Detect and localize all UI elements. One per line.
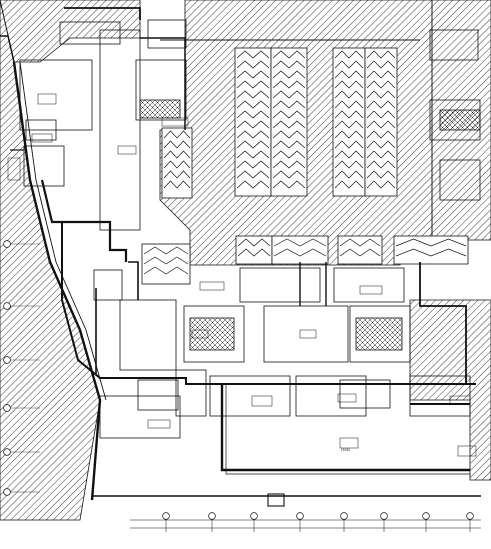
grid-axis-bubble	[3, 240, 11, 248]
parking-bay-zigzag	[236, 50, 270, 59]
grid-axis-bubble	[3, 448, 11, 456]
parking-bay-zigzag	[236, 100, 270, 109]
parking-bays	[141, 47, 469, 285]
grid-axis-bubble	[466, 512, 474, 520]
parking-bay-zigzag	[334, 170, 364, 179]
parking-bay-zigzag	[334, 140, 364, 149]
parking-bay-zigzag	[237, 248, 271, 257]
parking-bay-zigzag	[236, 110, 270, 119]
parking-bay-zigzag	[334, 120, 364, 129]
grid-axis-bubble	[340, 512, 348, 520]
grid-axis-bubble	[3, 302, 11, 310]
parking-bay-zigzag	[366, 100, 396, 109]
grid-axis-bubble	[3, 404, 11, 412]
parking-bay-zigzag	[366, 130, 396, 139]
parking-bay-zigzag	[163, 180, 191, 189]
parking-bay-zigzag	[366, 60, 396, 69]
parking-bay-zigzag	[236, 160, 270, 169]
grid-axis-bubble	[422, 512, 430, 520]
ductwork	[10, 7, 476, 475]
parking-bay-zigzag-hatch	[143, 50, 467, 275]
parking-bay-zigzag	[272, 160, 306, 169]
parking-bay-zigzag	[163, 160, 191, 169]
parking-bay-zigzag	[272, 110, 306, 119]
parking-bay-zigzag	[334, 180, 364, 189]
annotation-marks	[7, 93, 477, 457]
parking-bay-zigzag	[236, 80, 270, 89]
parking-bay-zigzag	[272, 100, 306, 109]
parking-bay-zigzag	[366, 160, 396, 169]
parking-bay-zigzag	[334, 70, 364, 79]
tag-500-label: (500)	[341, 448, 351, 452]
parking-bay-zigzag	[236, 170, 270, 179]
parking-bay-zigzag	[339, 248, 381, 257]
parking-bay-zigzag	[334, 90, 364, 99]
parking-bay-zigzag	[163, 150, 191, 159]
parking-bay-zigzag	[236, 130, 270, 139]
parking-bay-zigzag	[273, 238, 327, 247]
grid-axis-bubble	[208, 512, 216, 520]
parking-bay-zigzag	[366, 120, 396, 129]
parking-bay-zigzag	[395, 248, 467, 257]
parking-bay-zigzag	[236, 180, 270, 189]
parking-bay-zigzag	[272, 170, 306, 179]
equipment-rooms	[19, 19, 481, 507]
parking-bay-zigzag	[395, 238, 467, 247]
parking-bay-zigzag	[366, 170, 396, 179]
parking-bay-zigzag	[272, 80, 306, 89]
parking-bay-zigzag	[366, 140, 396, 149]
parking-bay-zigzag	[339, 238, 381, 247]
parking-bay-zigzag	[273, 248, 327, 257]
parking-bay-zigzag	[334, 50, 364, 59]
parking-bay-zigzag	[366, 50, 396, 59]
parking-bay-zigzag	[334, 100, 364, 109]
parking-bay-zigzag	[272, 140, 306, 149]
parking-bay-zigzag	[272, 60, 306, 69]
grid-axis-bubble	[3, 488, 11, 496]
parking-bay-zigzag	[272, 130, 306, 139]
parking-bay-zigzag	[236, 150, 270, 159]
parking-bay-zigzag	[334, 80, 364, 89]
parking-bay-zigzag	[236, 70, 270, 79]
parking-bay-zigzag	[334, 130, 364, 139]
perimeter-walls	[0, 35, 481, 501]
grid-axis-bubble	[3, 356, 11, 364]
parking-bay-zigzag	[143, 266, 189, 275]
parking-bay-zigzag	[366, 80, 396, 89]
grid-axis-bubbles	[3, 240, 474, 532]
parking-bay-zigzag	[236, 90, 270, 99]
parking-bay-zigzag	[334, 160, 364, 169]
parking-bay-zigzag	[272, 180, 306, 189]
parking-bay-zigzag	[272, 150, 306, 159]
dimension-chain	[130, 519, 481, 529]
parking-bay-zigzag	[366, 90, 396, 99]
parking-bay-zigzag	[237, 238, 271, 247]
parking-bay-zigzag	[163, 140, 191, 149]
parking-bay-zigzag	[236, 120, 270, 129]
parking-bay-zigzag	[272, 120, 306, 129]
parking-bay-zigzag	[366, 110, 396, 119]
grid-axis-bubble	[380, 512, 388, 520]
parking-bay-zigzag	[366, 70, 396, 79]
parking-bay-zigzag	[163, 170, 191, 179]
grid-axis-bubble	[162, 512, 170, 520]
parking-bay-zigzag	[236, 140, 270, 149]
parking-bay-zigzag	[334, 60, 364, 69]
parking-bay-zigzag	[334, 110, 364, 119]
parking-bay-zigzag	[334, 150, 364, 159]
grid-axis-bubble	[296, 512, 304, 520]
parking-bay-zigzag	[366, 150, 396, 159]
parking-bay-zigzag	[236, 60, 270, 69]
parking-bay-zigzag	[143, 256, 189, 265]
parking-bay-zigzag	[272, 70, 306, 79]
parking-bay-zigzag	[272, 50, 306, 59]
grid-axis-bubble	[250, 512, 258, 520]
parking-bay-zigzag	[272, 90, 306, 99]
parking-bay-zigzag	[163, 130, 191, 139]
parking-bay-zigzag	[366, 180, 396, 189]
parking-bay-zigzag	[143, 246, 189, 255]
